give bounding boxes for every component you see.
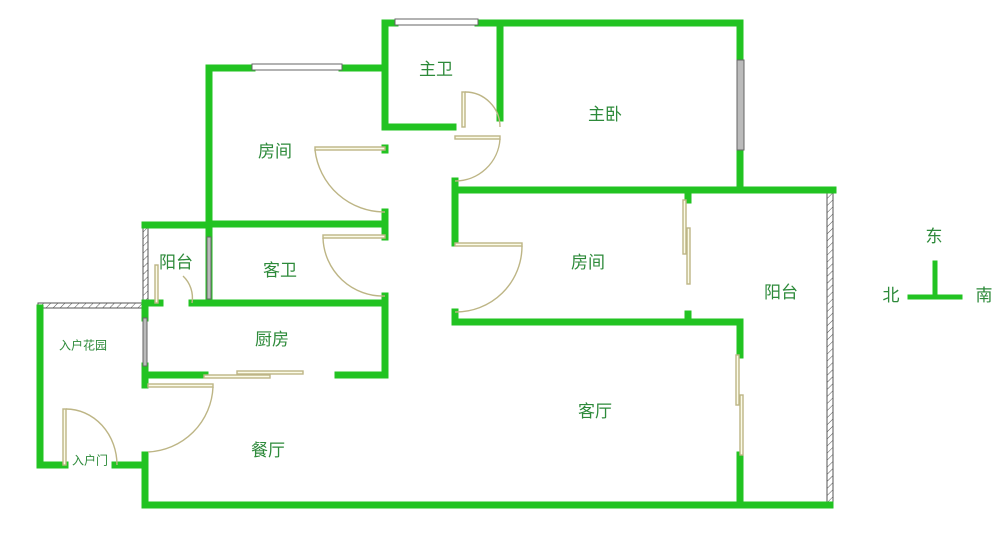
- walls: [36, 19, 837, 509]
- label-bedroom-north: 房间: [258, 142, 292, 162]
- door-guest-bath[interactable]: [322, 234, 386, 239]
- sliding-door-living-2[interactable]: [739, 394, 744, 456]
- compass-south: 南: [976, 286, 993, 306]
- balcony-railing-south: [826, 191, 834, 504]
- room-labels: 主卫 主卧 房间 客卫 阳台 房间 阳台 厨房 入户花园 客厅 餐厅 入户门: [59, 60, 798, 468]
- window-master-bath: [394, 18, 479, 26]
- garden-railing: [37, 302, 146, 309]
- doors: [62, 91, 744, 466]
- door-dining[interactable]: [147, 383, 214, 388]
- door-master-bedroom[interactable]: [454, 135, 501, 140]
- door-bedroom-middle[interactable]: [454, 242, 523, 247]
- compass: 东 北 南: [883, 227, 993, 306]
- label-balcony-small: 阳台: [159, 253, 193, 273]
- window-kitchen: [142, 317, 148, 367]
- window-guest-bath: [206, 236, 212, 300]
- door-entry[interactable]: [62, 408, 67, 466]
- door-master-bath[interactable]: [461, 91, 466, 128]
- balcony-railing-small: [142, 227, 149, 307]
- sliding-door-kitchen-2[interactable]: [236, 370, 304, 375]
- label-dining-room: 餐厅: [251, 441, 285, 461]
- label-bedroom-middle: 房间: [571, 253, 605, 273]
- label-balcony-south: 阳台: [764, 283, 798, 303]
- door-bedroom-north[interactable]: [314, 146, 386, 151]
- label-guest-bath: 客卫: [263, 261, 297, 281]
- sliding-door-kitchen-1[interactable]: [203, 374, 271, 379]
- sliding-door-bedroom-balcony-1[interactable]: [682, 199, 687, 255]
- windows: [142, 18, 745, 367]
- window-master-bedroom: [736, 59, 745, 151]
- window-bedroom-north: [251, 63, 343, 71]
- compass-north: 北: [883, 286, 900, 306]
- door-small-balcony[interactable]: [154, 264, 159, 304]
- label-kitchen: 厨房: [255, 330, 289, 350]
- label-living-room: 客厅: [578, 402, 612, 422]
- sliding-door-bedroom-balcony-2[interactable]: [686, 227, 691, 285]
- label-master-bedroom: 主卧: [588, 105, 622, 125]
- sliding-door-living-1[interactable]: [735, 354, 740, 406]
- label-entry-door: 入户门: [72, 453, 108, 468]
- label-entry-garden: 入户花园: [59, 338, 107, 353]
- compass-east: 东: [926, 227, 943, 247]
- label-master-bath: 主卫: [419, 60, 453, 80]
